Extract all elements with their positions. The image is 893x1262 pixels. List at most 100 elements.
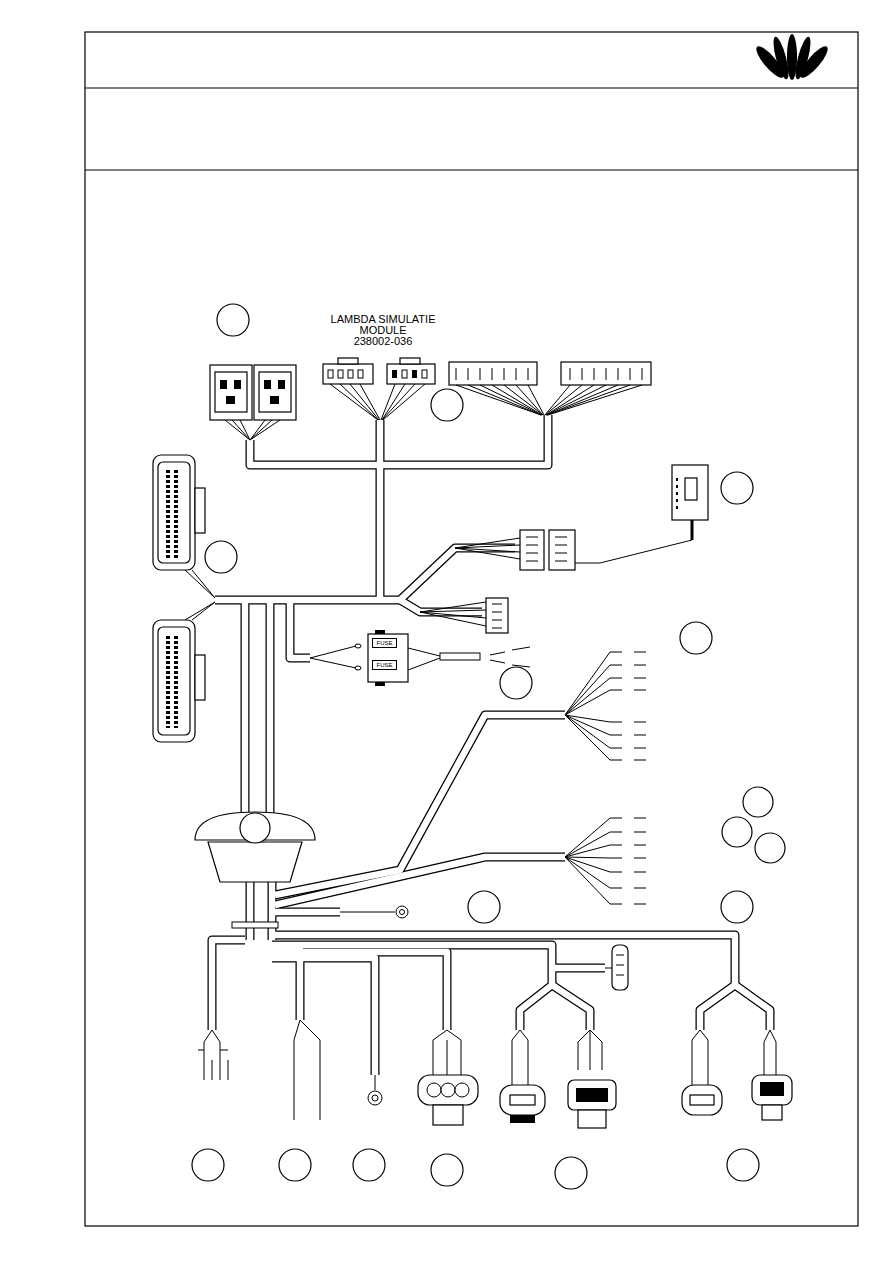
loose-wire-ends <box>610 818 650 904</box>
fuse-holder <box>375 682 385 686</box>
switch-box <box>691 520 694 540</box>
relay-connector <box>234 380 241 389</box>
callout-circle <box>680 622 712 654</box>
switch-box <box>672 465 708 520</box>
bottom-connectors <box>510 1115 535 1123</box>
lambda-connector <box>422 370 427 378</box>
bottom-connectors <box>682 1085 722 1115</box>
ecu-connector <box>195 488 205 533</box>
relay-connector <box>210 365 296 440</box>
relay-connector <box>270 396 279 404</box>
relay-connector <box>226 396 235 404</box>
page-frame <box>85 32 858 1226</box>
fuse-holder <box>310 630 530 686</box>
bottom-connectors <box>616 955 624 975</box>
part-label: 238002-036 <box>322 336 444 347</box>
switch-box <box>676 478 678 509</box>
callout-circle <box>468 891 500 923</box>
logo <box>787 34 797 80</box>
callout-circle <box>743 787 773 817</box>
lambda-connector <box>412 370 417 378</box>
multi-pin-connector <box>456 385 642 415</box>
bottom-connectors <box>762 1105 782 1120</box>
bottom-connectors <box>372 1095 378 1101</box>
relay-connector <box>264 380 271 389</box>
small-connector <box>492 604 502 628</box>
callout-circle <box>555 1157 587 1189</box>
bottom-connectors <box>433 1030 461 1075</box>
bottom-connectors <box>568 1080 616 1110</box>
fuse-label: FUSE <box>376 640 393 646</box>
callout-circle <box>192 1149 224 1181</box>
fuse-label: FUSE <box>376 662 393 668</box>
ground-ring <box>340 906 408 918</box>
fuse-holder <box>355 666 361 670</box>
loose-wire-ends <box>565 652 650 904</box>
lambda-connector <box>348 370 353 378</box>
callout-circle <box>279 1149 311 1181</box>
callout-circle <box>192 304 785 1189</box>
small-connector <box>420 598 508 633</box>
page-frame <box>85 87 858 88</box>
lambda-connector <box>330 384 425 420</box>
bottom-connectors <box>512 1030 528 1085</box>
loose-wire-ends <box>610 652 650 760</box>
ecu-connector <box>153 455 215 742</box>
bottom-connectors <box>455 1083 469 1097</box>
fuse-holder <box>310 646 356 668</box>
bottom-connectors <box>500 1085 545 1115</box>
fuse-holder <box>355 644 361 648</box>
switch-box <box>685 478 697 500</box>
bottom-connectors <box>368 1091 382 1105</box>
bottom-connectors <box>433 1105 463 1125</box>
switch-box <box>575 540 692 563</box>
grommet <box>208 842 302 882</box>
relay-connector <box>254 365 296 420</box>
multi-pin-connector <box>456 368 642 380</box>
logo <box>753 34 832 81</box>
bottom-connectors <box>612 945 628 990</box>
ground-ring <box>396 906 408 918</box>
bottom-connectors <box>578 1030 602 1070</box>
grommet <box>232 922 278 928</box>
lambda-connector <box>358 370 363 378</box>
ecu-connector <box>195 655 205 700</box>
bottom-connectors <box>375 1075 376 1090</box>
callout-circle <box>205 541 237 573</box>
fuse-box: FUSE <box>372 660 397 670</box>
fuse-holder <box>368 634 408 682</box>
switch-box <box>455 465 708 570</box>
loose-wire-ends <box>565 818 610 904</box>
lambda-connector <box>323 358 435 420</box>
fuse-box: FUSE <box>372 638 397 648</box>
bottom-connectors <box>427 1083 441 1097</box>
bottom-connectors <box>418 1075 478 1105</box>
lambda-connector <box>328 370 333 378</box>
switch-box <box>526 537 567 561</box>
ecu-connector <box>168 470 176 728</box>
bottom-connectors <box>692 1030 708 1085</box>
callout-circle <box>721 891 753 923</box>
lambda-connector <box>392 370 397 378</box>
bottom-connectors <box>690 1095 714 1105</box>
relay-connector <box>215 372 247 412</box>
callout-circle <box>721 472 753 504</box>
callout-circle <box>500 667 532 699</box>
fuse-holder <box>375 630 385 634</box>
grommet <box>195 812 315 928</box>
bottom-connectors <box>752 1075 792 1105</box>
callout-circle <box>353 1149 385 1181</box>
callout-circle <box>217 304 249 336</box>
ecu-connector <box>185 570 215 620</box>
bottom-connectors <box>441 1083 455 1097</box>
bottom-connectors <box>764 1030 776 1075</box>
logo <box>797 43 832 81</box>
relay-connector <box>220 380 227 389</box>
callout-circle <box>755 833 785 863</box>
relay-connector <box>259 372 291 412</box>
module-label: LAMBDA SIMULATIE MODULE238002-036 <box>322 314 444 347</box>
multi-pin-connector <box>449 362 651 415</box>
fuse-holder <box>490 647 530 667</box>
